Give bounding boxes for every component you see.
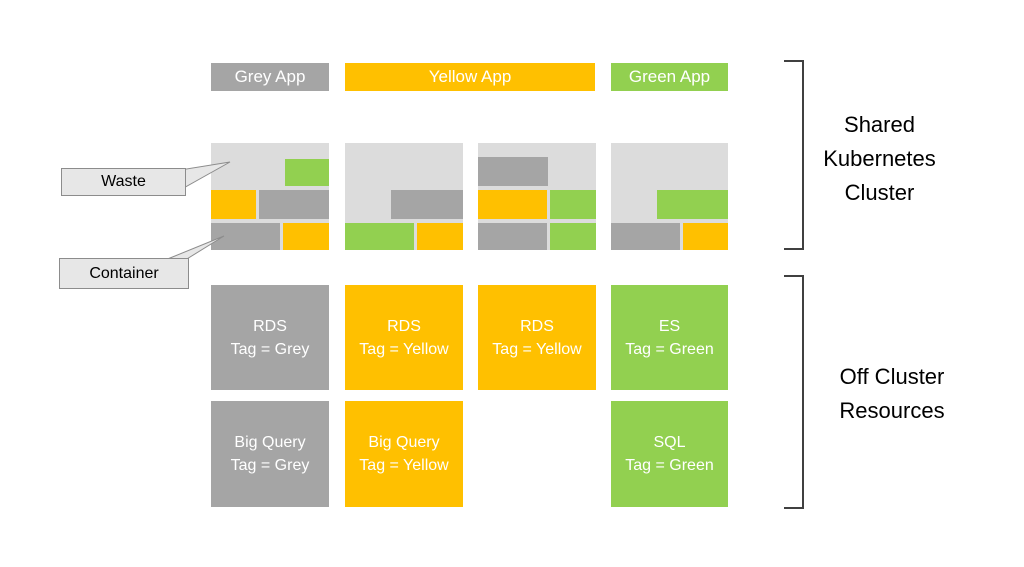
container-callout-label: Container: [89, 264, 159, 282]
off-cluster-line1: Off Cluster: [839, 364, 945, 389]
container: [611, 223, 680, 250]
container: [683, 223, 728, 250]
yellow-bigquery-resource: Big Query Tag = Yellow: [345, 401, 463, 507]
resource-name: Big Query: [368, 434, 440, 451]
yellow-app-label: Yellow App: [428, 67, 512, 86]
cluster-node-2: [345, 143, 463, 250]
container: [283, 223, 329, 250]
shared-cluster-label: Shared Kubernetes Cluster: [812, 108, 947, 210]
container-callout: Container: [59, 258, 189, 289]
container: [657, 190, 728, 219]
off-cluster-label: Off Cluster Resources: [812, 360, 972, 428]
resource-name: RDS: [387, 317, 421, 335]
resource-name: Big Query: [234, 434, 306, 451]
resource-name: RDS: [520, 317, 554, 335]
container: [285, 159, 329, 186]
off-cluster-bracket: [784, 275, 804, 509]
yellow-app-header: Yellow App: [345, 63, 595, 91]
container: [211, 190, 256, 219]
container: [478, 190, 547, 219]
container: [478, 157, 548, 186]
container: [417, 223, 463, 250]
container: [391, 190, 463, 219]
resource-name: RDS: [253, 317, 287, 335]
container: [550, 223, 596, 250]
yellow-rds-resource-1: RDS Tag = Yellow: [345, 285, 463, 390]
shared-cluster-line2: Kubernetes: [823, 146, 936, 171]
container: [478, 223, 547, 250]
cluster-node-4: [611, 143, 728, 250]
waste-callout-label: Waste: [101, 173, 146, 190]
cluster-node-3: [478, 143, 596, 250]
container: [550, 190, 596, 219]
grey-app-label: Grey App: [234, 67, 306, 86]
resource-tag: Tag = Yellow: [359, 457, 449, 474]
resource-name: SQL: [653, 434, 686, 451]
off-cluster-line2: Resources: [839, 398, 945, 423]
resource-tag: Tag = Green: [625, 340, 714, 358]
resource-tag: Tag = Yellow: [359, 340, 449, 358]
grey-rds-resource: RDS Tag = Grey: [211, 285, 329, 390]
resource-tag: Tag = Yellow: [492, 340, 582, 358]
resource-tag: Tag = Green: [625, 457, 714, 474]
resource-name: ES: [658, 317, 681, 335]
resource-tag: Tag = Grey: [230, 340, 310, 358]
shared-cluster-bracket: [784, 60, 804, 250]
green-app-header: Green App: [611, 63, 728, 91]
container: [259, 190, 329, 219]
resource-tag: Tag = Grey: [230, 457, 310, 474]
shared-cluster-line1: Shared: [844, 112, 915, 137]
green-app-label: Green App: [628, 67, 711, 86]
waste-callout: Waste: [61, 168, 186, 196]
cluster-node-1: [211, 143, 329, 250]
container: [345, 223, 414, 250]
yellow-rds-resource-2: RDS Tag = Yellow: [478, 285, 596, 390]
grey-bigquery-resource: Big Query Tag = Grey: [211, 401, 329, 507]
green-sql-resource: SQL Tag = Green: [611, 401, 728, 507]
grey-app-header: Grey App: [211, 63, 329, 91]
shared-cluster-line3: Cluster: [844, 180, 915, 205]
green-es-resource: ES Tag = Green: [611, 285, 728, 390]
